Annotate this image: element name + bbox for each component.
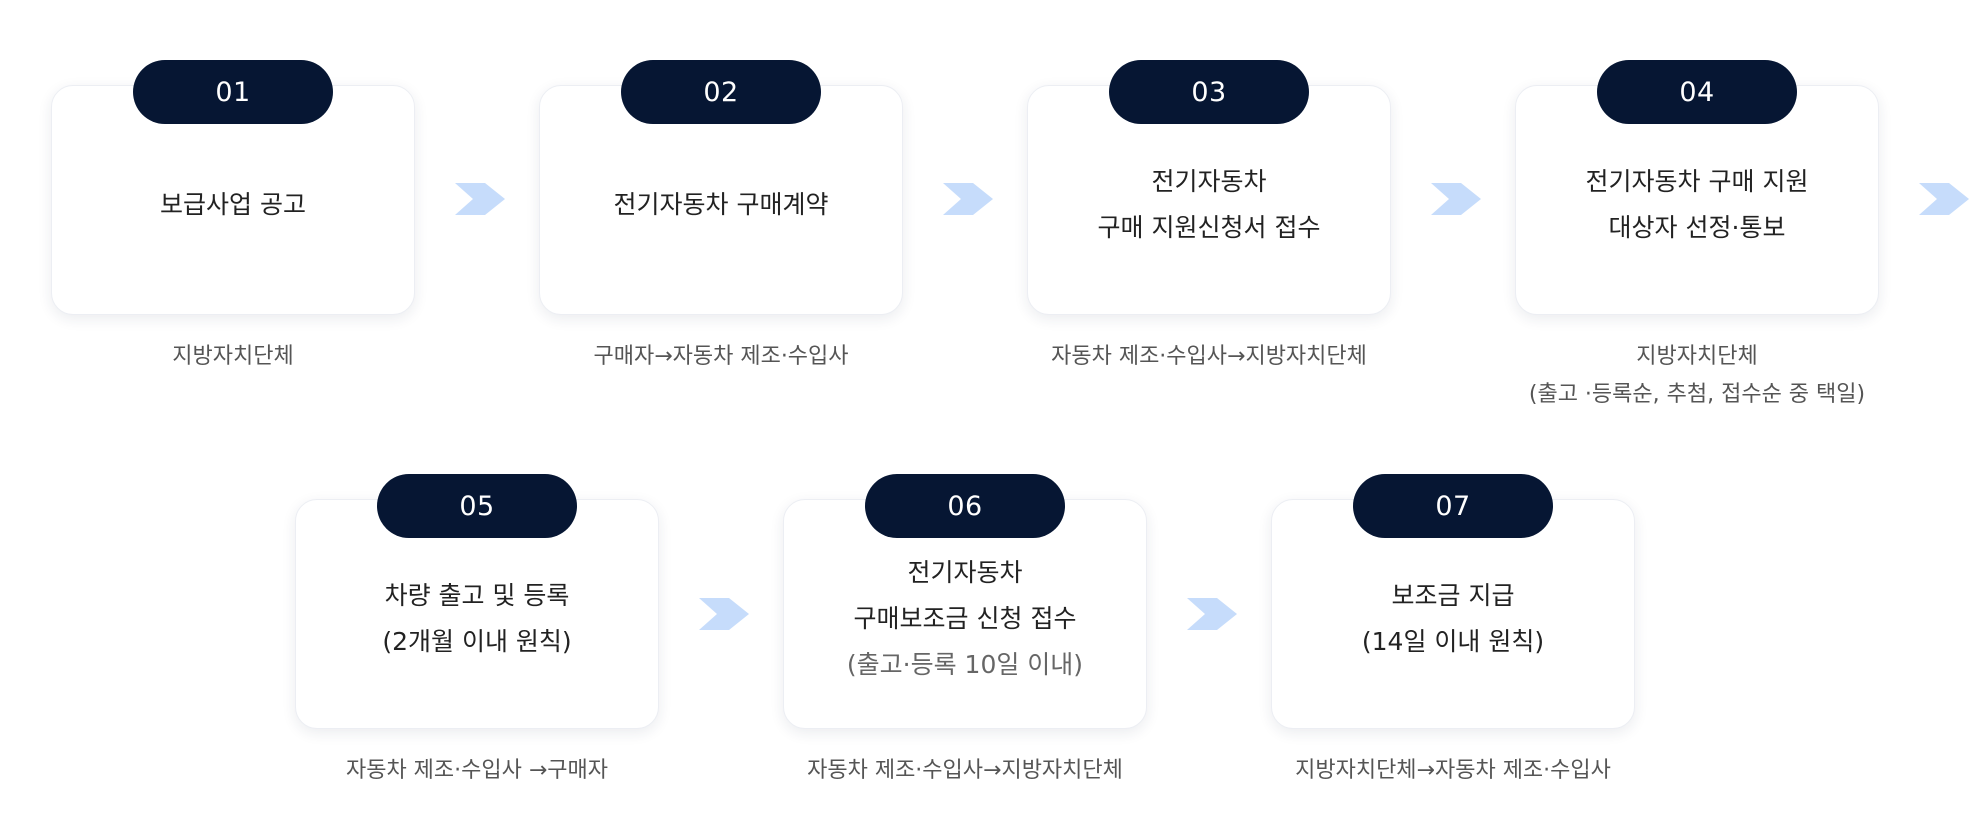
step-number-badge: 04 — [1597, 60, 1797, 124]
step-number-badge: 03 — [1109, 60, 1309, 124]
step-number-badge: 07 — [1353, 474, 1553, 538]
step-title-line: 전기자동차 — [1151, 167, 1267, 196]
step-actor: 자동차 제조·수입사 →구매자 — [235, 752, 719, 790]
step-title-line: (14일 이내 원칙) — [1361, 627, 1545, 656]
step-number-badge: 06 — [865, 474, 1065, 538]
step-actor: 지방자치단체 — [0, 338, 475, 376]
step-actor: 지방자치단체 (출고 ·등록순, 추첨, 접수순 중 택일) — [1455, 338, 1939, 414]
step-title-line: 보조금 지급 — [1391, 581, 1515, 610]
step-actor-line: 자동차 제조·수입사→지방자치단체 — [807, 758, 1123, 783]
step-actor: 자동차 제조·수입사→지방자치단체 — [723, 752, 1207, 790]
step-actor: 자동차 제조·수입사→지방자치단체 — [967, 338, 1451, 376]
chevron-arrow-right-icon — [1919, 183, 1969, 215]
step-title-line: 전기자동차 구매 지원 — [1585, 167, 1809, 196]
step-number-badge: 05 — [377, 474, 577, 538]
step-actor-line: 구매자→자동차 제조·수입사 — [593, 344, 849, 369]
step-title-line: 구매보조금 신청 접수 — [853, 604, 1077, 633]
step-number-badge: 01 — [133, 60, 333, 124]
step-actor: 지방자치단체→자동차 제조·수입사 — [1211, 752, 1695, 790]
step-actor-line: 지방자치단체→자동차 제조·수입사 — [1295, 758, 1611, 783]
chevron-arrow-right-icon — [699, 598, 749, 630]
step-title-line: 전기자동차 구매계약 — [613, 190, 829, 219]
step-actor-line: 지방자치단체 — [1636, 344, 1758, 369]
chevron-arrow-right-icon — [455, 183, 505, 215]
step-title-line: 보급사업 공고 — [160, 190, 306, 219]
step-actor-line: 지방자치단체 — [172, 344, 294, 369]
step-title-line: 차량 출고 및 등록 — [384, 581, 570, 610]
step-title-line: 구매 지원신청서 접수 — [1097, 213, 1321, 242]
step-note-line: (출고·등록 10일 이내) — [846, 650, 1084, 679]
step-actor-line: (출고 ·등록순, 추첨, 접수순 중 택일) — [1528, 382, 1866, 407]
step-actor-line: 자동차 제조·수입사 →구매자 — [345, 758, 609, 783]
chevron-arrow-right-icon — [1431, 183, 1481, 215]
chevron-arrow-right-icon — [943, 183, 993, 215]
step-actor-line: 자동차 제조·수입사→지방자치단체 — [1051, 344, 1367, 369]
step-title-line: 전기자동차 — [907, 558, 1023, 587]
step-number-badge: 02 — [621, 60, 821, 124]
step-actor: 구매자→자동차 제조·수입사 — [479, 338, 963, 376]
step-card: 보급사업 공고 — [51, 85, 415, 315]
step-title-line: (2개월 이내 원칙) — [382, 627, 572, 656]
step-title-line: 대상자 선정·통보 — [1608, 213, 1786, 242]
chevron-arrow-right-icon — [1187, 598, 1237, 630]
